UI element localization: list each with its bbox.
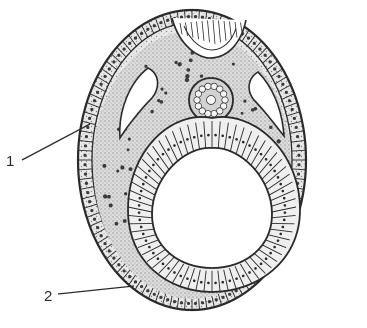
notochord [189,78,233,122]
label-2: 2 [44,288,52,305]
callout-2: 2 [44,286,134,305]
label-1: 1 [6,153,14,170]
